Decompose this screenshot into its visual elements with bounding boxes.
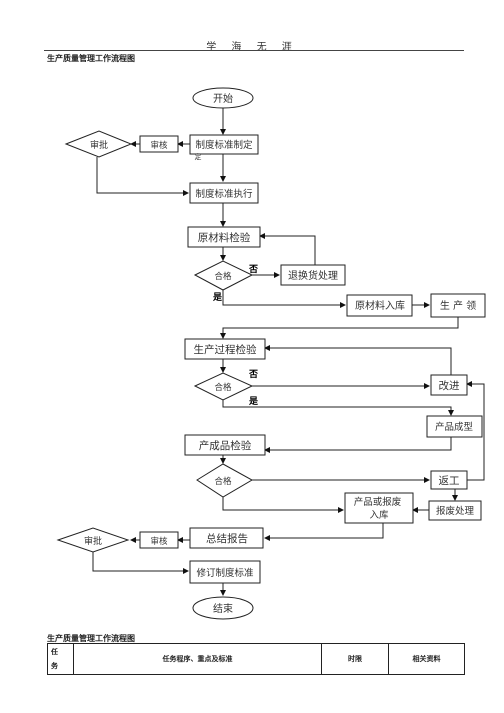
edge-approve2-revise [92, 550, 189, 574]
raw-inspect-box [187, 226, 261, 248]
summary-label: 总结报告 [206, 532, 248, 545]
edge-formed-finished [264, 437, 452, 453]
finished-inspect-label: 产成品检验 [199, 439, 252, 452]
no1-label: 否 [248, 264, 258, 275]
formulate-label: 制度标准制定 [195, 139, 253, 151]
page-header: 学 海 无 涯 [206, 42, 298, 53]
header-related-docs: 相关资料 [388, 643, 465, 675]
scrap-handle-label: 报废处理 [436, 505, 475, 517]
store-or-scrap-label: 产品或报废 入库 [354, 496, 405, 521]
document-title: 生产质量管理工作流程图 [47, 54, 135, 63]
improve-label: 改进 [439, 379, 460, 392]
production-pick-box [430, 293, 486, 318]
execute-box [189, 182, 259, 204]
edge-return-rawinspect [259, 233, 316, 265]
store-or-scrap-line1: 产品或报废 [354, 496, 402, 508]
edge-improve-process [264, 345, 452, 375]
review1-label: 审核 [150, 140, 168, 151]
approve1-label: 审批 [90, 139, 108, 151]
shapes [56, 87, 486, 620]
start-label: 开始 [213, 92, 233, 105]
revise-label: 修订制度标准 [196, 567, 254, 579]
edge-q1-rawstore [222, 290, 346, 308]
start-node [192, 87, 254, 109]
review2-label: 审核 [150, 536, 168, 547]
review1-box [139, 135, 179, 153]
approve2-label: 审批 [84, 535, 102, 547]
header-task-line2: 务 [51, 662, 58, 670]
q3-diamond [196, 463, 254, 498]
edge-q2-formed [222, 400, 454, 416]
q3-label: 合格 [214, 476, 232, 487]
product-formed-box [426, 415, 483, 438]
yes2-label: 是 [248, 396, 259, 407]
header-task: 任务 [47, 643, 74, 675]
table-header-row: 任务 任务程序、重点及标准 时限 相关资料 [47, 643, 465, 675]
edge-rework-improve [466, 381, 485, 481]
finished-inspect-box [184, 434, 266, 456]
edge-approve1-execute [96, 157, 189, 196]
edge-store-summary [264, 523, 384, 541]
improve-box [430, 374, 468, 396]
edge-q3-store [222, 497, 344, 513]
revise-box [189, 560, 261, 584]
return-goods-box [280, 264, 346, 286]
formulate-suffix: 定 [195, 152, 202, 161]
end-node [192, 596, 254, 620]
header-time-limit: 时限 [321, 643, 389, 675]
header-task-line1: 任 [51, 648, 58, 656]
approve2-diamond [56, 527, 130, 553]
connectors [92, 108, 485, 596]
table-title: 生产质量管理工作流程图 [47, 634, 135, 643]
header-procedure: 任务程序、重点及标准 [73, 643, 322, 675]
task-table: 任务 任务程序、重点及标准 时限 相关资料 [47, 643, 465, 675]
raw-store-box [346, 294, 413, 317]
q2-label: 合格 [214, 382, 232, 393]
raw-store-label: 原材料入库 [355, 299, 405, 312]
q1-diamond [193, 260, 254, 291]
execute-label: 制度标准执行 [195, 188, 253, 200]
return-goods-label: 退换货处理 [288, 269, 338, 282]
store-or-scrap-box [344, 492, 414, 524]
raw-inspect-label: 原材料检验 [198, 231, 251, 244]
rework-box [430, 470, 468, 490]
process-inspect-box [184, 338, 266, 360]
production-pick-label: 生 产 领 [440, 299, 476, 312]
product-formed-label: 产品成型 [435, 421, 474, 433]
edge-pick-process [220, 317, 459, 339]
formulate-box [189, 134, 259, 155]
store-or-scrap-line2: 入库 [369, 509, 389, 521]
header-rule [44, 50, 464, 51]
q2-diamond [193, 372, 254, 401]
review2-box [139, 531, 179, 549]
process-inspect-label: 生产过程检验 [194, 343, 257, 356]
summary-box [189, 527, 264, 549]
end-label: 结束 [213, 602, 233, 615]
labels: 开始 审批 审核 制度标准制定 定 制度标准执行 原材料检验 合格 否 是 退换… [84, 92, 476, 615]
rework-label: 返工 [439, 475, 460, 487]
yes1-label: 是 [212, 292, 223, 303]
approve1-diamond [64, 130, 133, 158]
no2-label: 否 [248, 369, 258, 380]
q1-label: 合格 [214, 271, 232, 282]
scrap-handle-box [428, 500, 482, 521]
flowchart: 开始 审批 审核 制度标准制定 定 制度标准执行 原材料检验 合格 否 是 退换… [56, 87, 486, 620]
